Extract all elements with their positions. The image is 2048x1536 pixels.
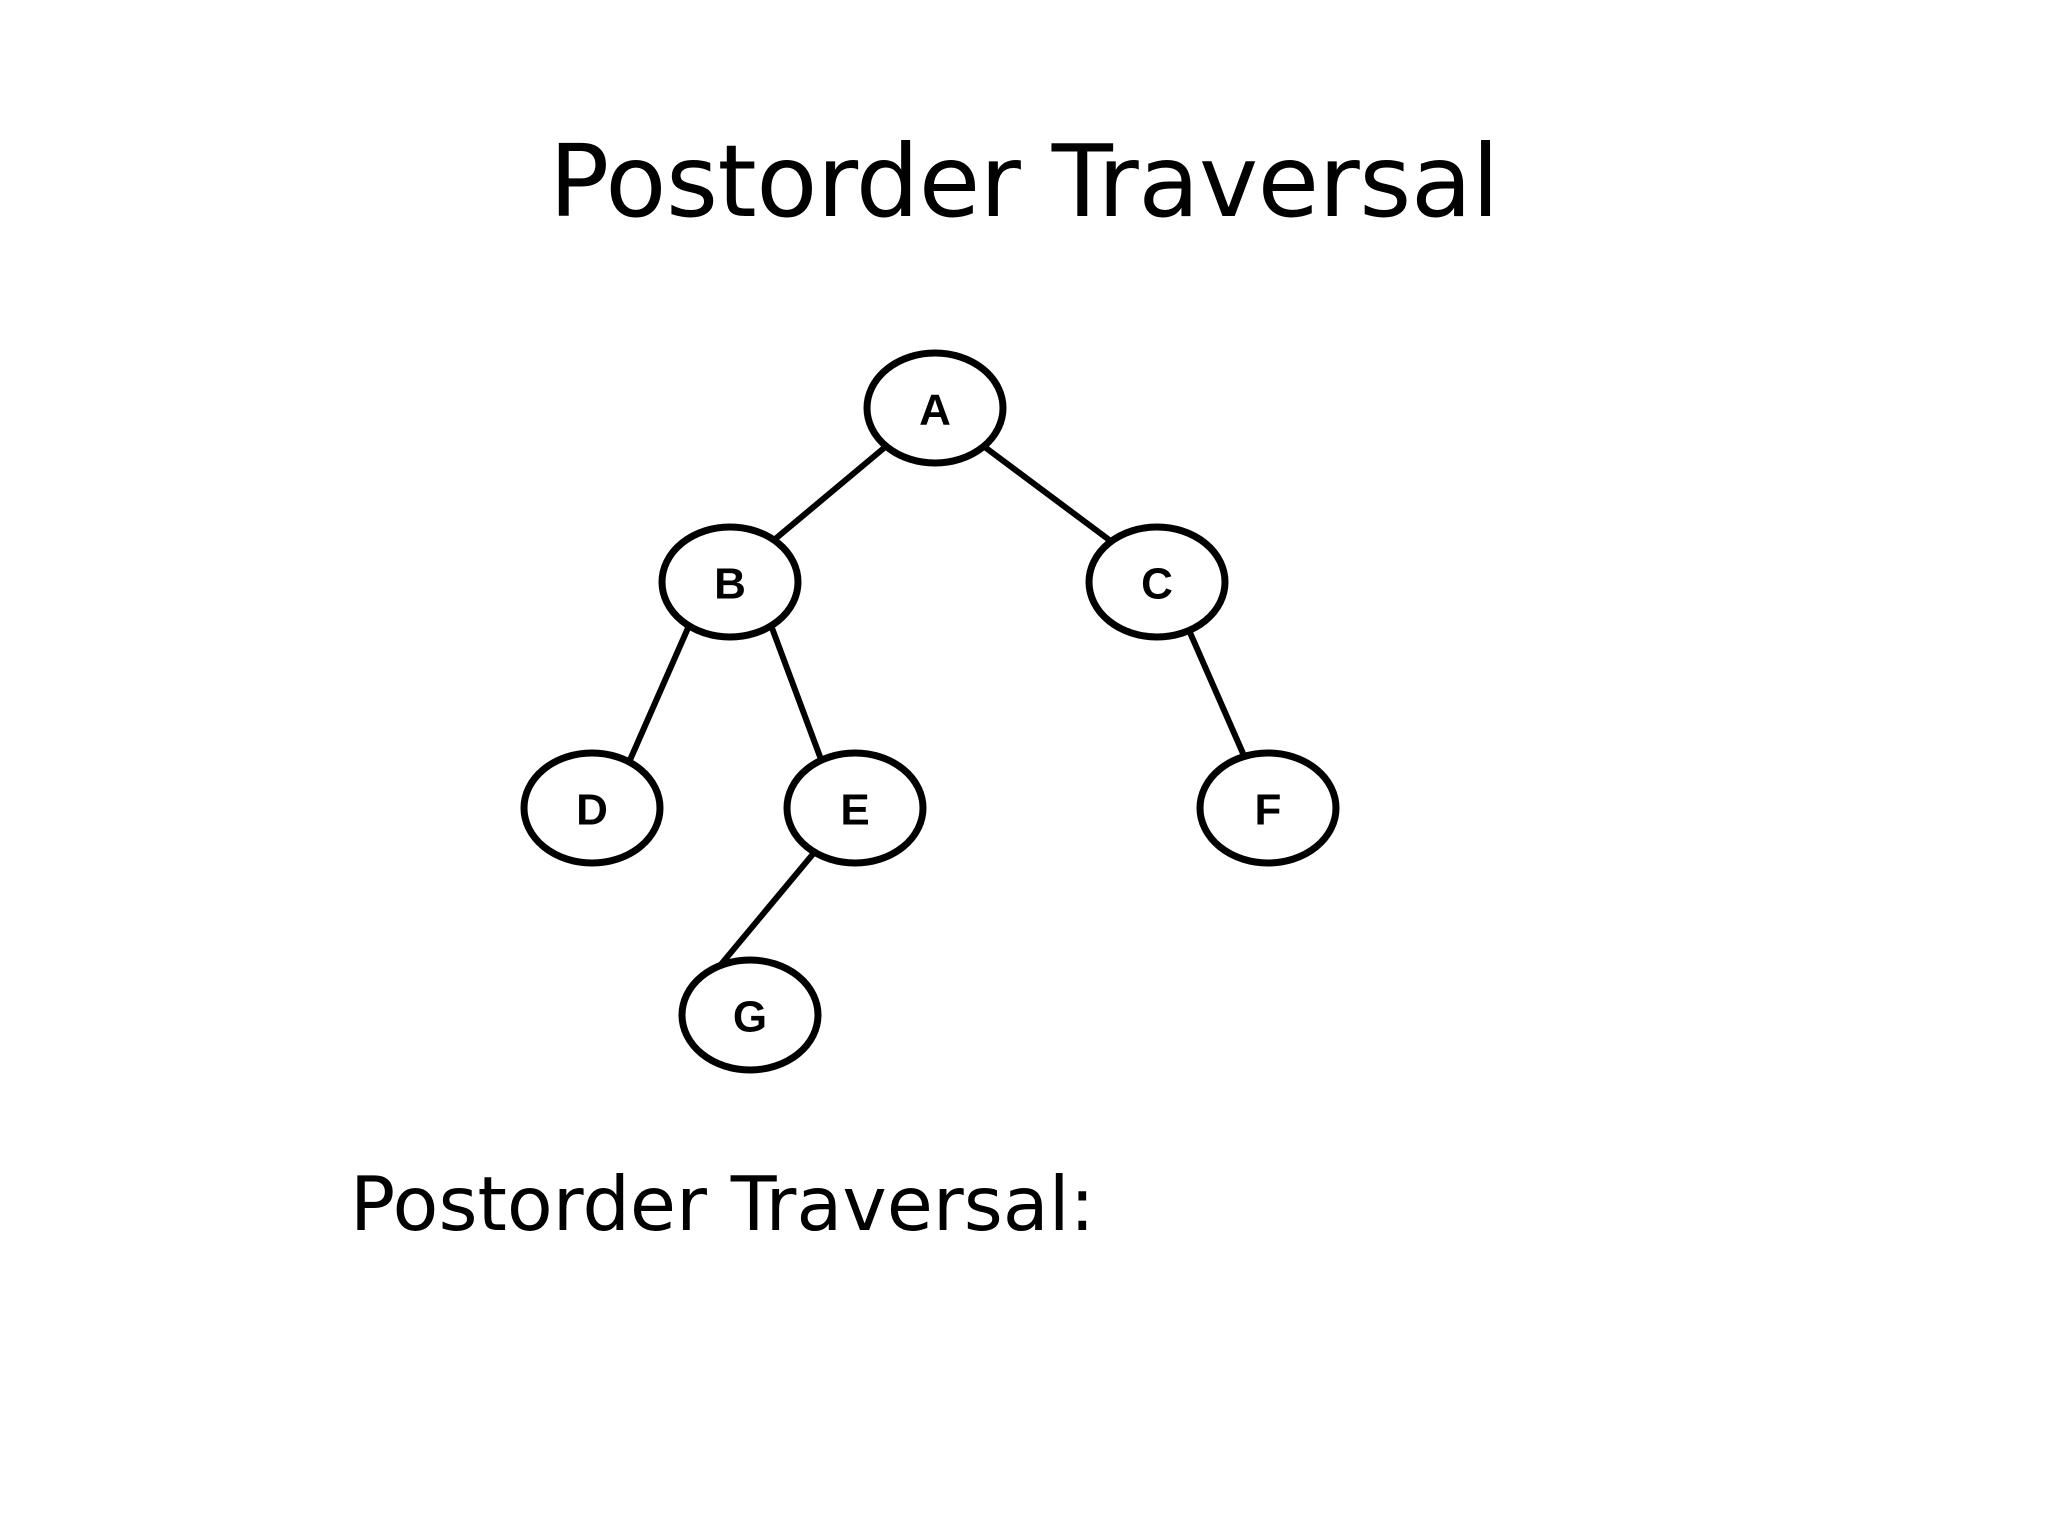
node-circle-g[interactable] [678, 956, 822, 1074]
tree-node-c[interactable]: C [1085, 523, 1229, 641]
tree-edges [627, 445, 1248, 971]
node-label-c: C [1141, 560, 1173, 609]
tree-node-f[interactable]: F [1196, 749, 1340, 867]
node-circle-a[interactable] [863, 349, 1007, 467]
edge-a-c [983, 445, 1115, 545]
edge-e-g [715, 845, 821, 971]
tree-node-a[interactable]: A [863, 349, 1007, 467]
node-circle-c[interactable] [1085, 523, 1229, 641]
edge-b-d [627, 625, 691, 763]
node-circle-b[interactable] [658, 523, 802, 641]
page-title: Postorder Traversal [549, 123, 1499, 240]
node-label-f: F [1255, 786, 1282, 835]
node-label-e: E [840, 786, 869, 835]
tree-node-b[interactable]: B [658, 523, 802, 641]
tree-node-g[interactable]: G [678, 956, 822, 1074]
traversal-caption-label: Postorder Traversal: [350, 1160, 1095, 1248]
tree-node-e[interactable]: E [783, 749, 927, 867]
edge-a-b [771, 445, 887, 543]
node-label-d: D [576, 786, 608, 835]
node-label-b: B [714, 560, 746, 609]
node-circle-d[interactable] [520, 749, 664, 867]
node-label-a: A [919, 386, 951, 435]
node-label-g: G [733, 993, 767, 1042]
edge-b-e [769, 625, 825, 765]
node-circle-f[interactable] [1196, 749, 1340, 867]
node-circle-e[interactable] [783, 749, 927, 867]
edge-c-f [1185, 625, 1248, 761]
tree-node-d[interactable]: D [520, 749, 664, 867]
